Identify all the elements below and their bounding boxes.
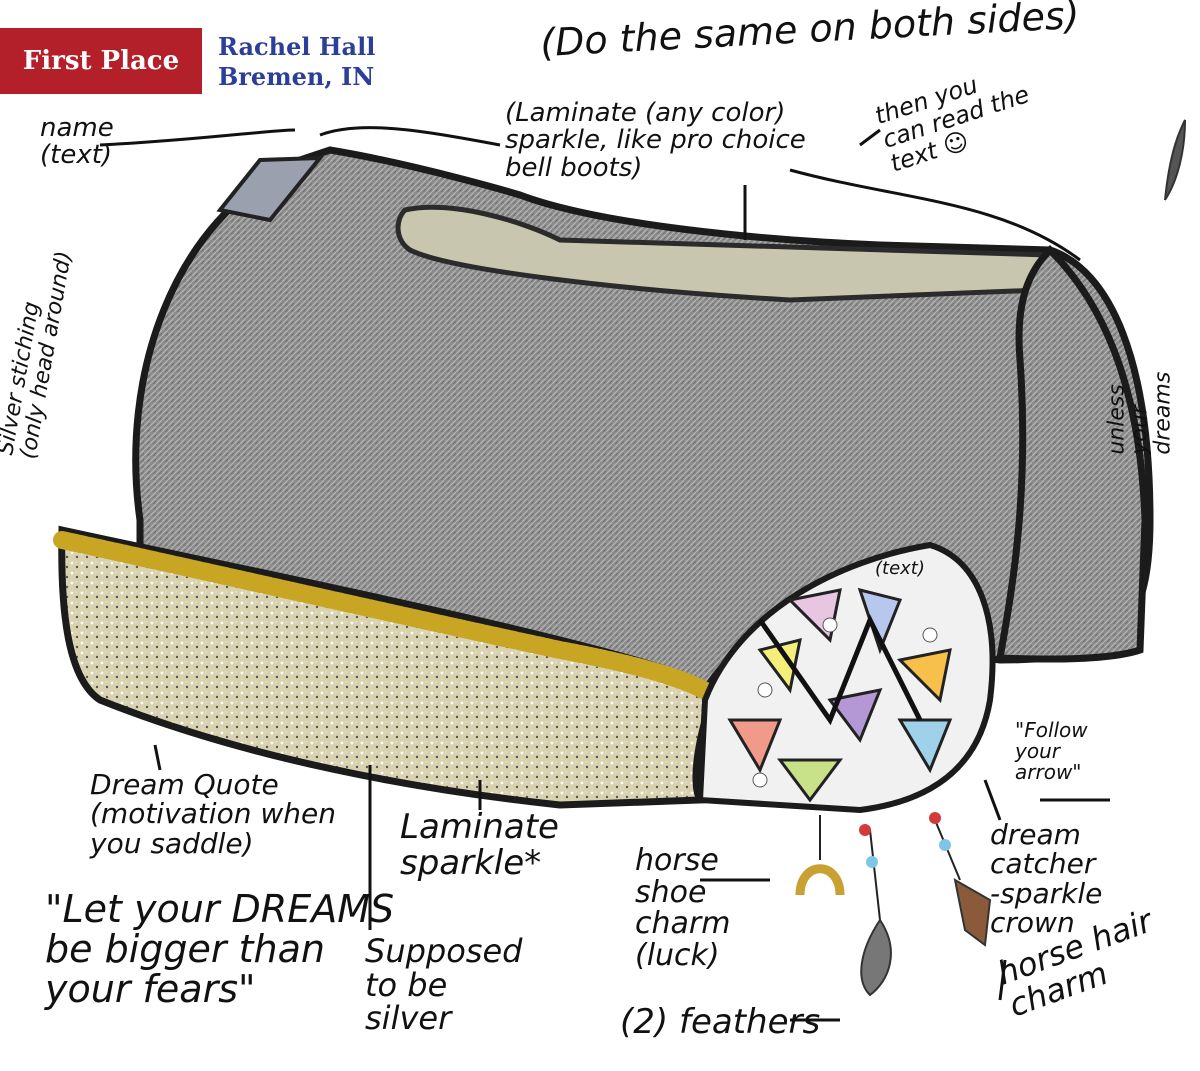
- note-follow-arrow: "Follow your arrow": [1015, 720, 1088, 783]
- note-dream-quote: Dream Quote (motivation when you saddle): [90, 770, 336, 858]
- horse-shoe-charm: [800, 815, 840, 895]
- note-laminate-sparkle: Laminate sparkle*: [400, 810, 559, 881]
- note-name-text: name (text): [40, 115, 114, 170]
- note-feathers: (2) feathers: [620, 1005, 820, 1041]
- note-dream-catcher: dream catcher -sparkle crown: [990, 820, 1102, 938]
- note-unless-dreams: unless your dreams: [1105, 335, 1174, 455]
- feather-doodle-icon: [1165, 120, 1185, 200]
- horse-hair-charm: [929, 812, 990, 945]
- note-supposed-silver: Supposed to be silver: [365, 935, 522, 1036]
- feather-charm: [859, 824, 891, 995]
- note-horse-shoe: horse shoe charm (luck): [635, 845, 730, 971]
- note-text-tag: (text): [875, 560, 925, 579]
- note-quote: "Let your DREAMS be bigger than your fea…: [45, 890, 394, 1010]
- note-laminate-top: (Laminate (any color) sparkle, like pro …: [505, 100, 806, 182]
